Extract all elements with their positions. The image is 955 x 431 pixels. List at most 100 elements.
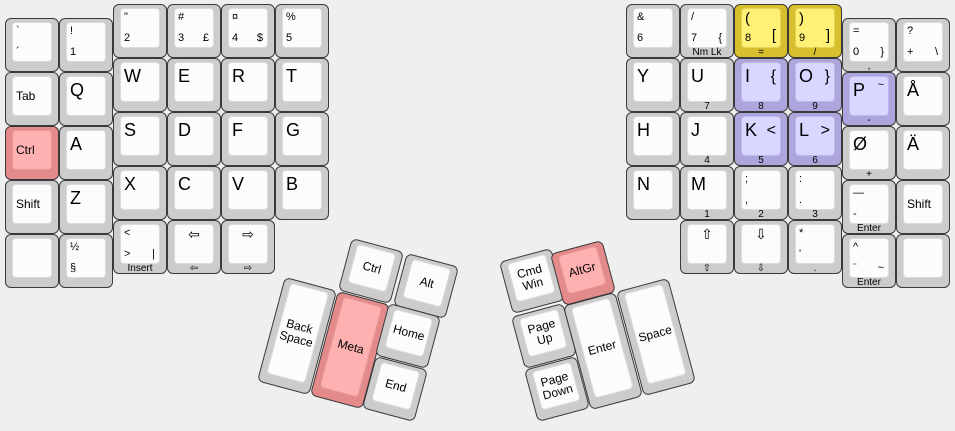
key-symbol[interactable]: *'. (788, 220, 842, 274)
key-v[interactable]: V (221, 166, 275, 220)
key-symbol[interactable]: Ä (896, 126, 950, 180)
key-front-legend: Nm Lk (692, 47, 722, 58)
key-d[interactable]: D (167, 112, 221, 166)
key-5[interactable]: %5 (275, 4, 329, 58)
key-legend-tl: ^ (853, 241, 859, 253)
key-blank[interactable] (5, 234, 59, 288)
key-legend-ctr: Cmd Win (515, 261, 545, 294)
key-symbol[interactable]: Å (896, 72, 950, 126)
key-symbol[interactable]: ⇦⇦ (167, 220, 221, 274)
key-1[interactable]: !1 (59, 18, 113, 72)
key-symbol[interactable]: Ø+ (842, 126, 896, 180)
key-shift[interactable]: Shift (5, 180, 59, 234)
key-shift[interactable]: Shift (896, 180, 950, 234)
key-front-legend: = (758, 47, 764, 58)
key-symbol[interactable]: ^¨~Enter (842, 234, 896, 288)
key-z[interactable]: Z (59, 180, 113, 234)
key-legend-ctr: Page Up (526, 315, 557, 348)
keycap: Å (903, 76, 943, 116)
key-8[interactable]: (8[= (734, 4, 788, 58)
key-legend-br: £ (202, 32, 209, 44)
keycap: &6 (633, 8, 673, 48)
key-legend-mid: Shift (907, 197, 932, 211)
keycap: L> (795, 116, 835, 156)
key-front-legend: / (813, 47, 817, 58)
key-legend-bl: ' (799, 248, 802, 260)
key-symbol[interactable]: `´ (5, 18, 59, 72)
key-7[interactable]: /7{Nm Lk (680, 4, 734, 58)
keycap: V (228, 170, 268, 210)
key-legend-big: H (637, 120, 650, 140)
key-legend-big: Y (637, 66, 650, 86)
key-b[interactable]: B (275, 166, 329, 220)
key-legend-br: \ (934, 46, 938, 58)
key-legend-big: I (745, 66, 751, 86)
key-symbol[interactable]: :.3 (788, 166, 842, 220)
key-front-legend: ⇩ (756, 263, 766, 274)
key-legend-ctr: Space (636, 322, 674, 345)
key-blank[interactable] (896, 234, 950, 288)
key-y[interactable]: Y (626, 58, 680, 112)
key-e[interactable]: E (167, 58, 221, 112)
key-a[interactable]: A (59, 126, 113, 180)
key-i[interactable]: I{8 (734, 58, 788, 112)
key-x[interactable]: X (113, 166, 167, 220)
key-4[interactable]: ¤4$ (221, 4, 275, 58)
key-q[interactable]: Q (59, 72, 113, 126)
key-front-legend: . (813, 263, 817, 274)
key-symbol[interactable]: ;,2 (734, 166, 788, 220)
key-n[interactable]: N (626, 166, 680, 220)
key-g[interactable]: G (275, 112, 329, 166)
key-legend-tl: ) (799, 10, 804, 27)
key-2[interactable]: "2 (113, 4, 167, 58)
key-legend-ctr: Page Down (539, 368, 575, 403)
key-o[interactable]: O}9 (788, 58, 842, 112)
key-symbol[interactable]: ½§ (59, 234, 113, 288)
keycap: M (687, 170, 727, 210)
key-l[interactable]: L>6 (788, 112, 842, 166)
key-legend-bl: 7 (691, 32, 698, 44)
key-ctrl[interactable]: Ctrl (5, 126, 59, 180)
key-r[interactable]: R (221, 58, 275, 112)
key-legend-bl: 3 (178, 32, 185, 44)
key-legend-bl: + (907, 46, 914, 58)
key-symbol[interactable]: —-Enter (842, 180, 896, 234)
keycap: C (174, 170, 214, 210)
key-s[interactable]: S (113, 112, 167, 166)
key-f[interactable]: F (221, 112, 275, 166)
key-legend-big: U (691, 66, 704, 86)
key-legend-tl: ½ (70, 241, 80, 253)
key-symbol[interactable]: ?+\ (896, 18, 950, 72)
key-c[interactable]: C (167, 166, 221, 220)
keycap: ⇧ (687, 224, 727, 264)
keycap: %5 (282, 8, 322, 48)
key-legend-big: B (286, 174, 299, 194)
key-legend-ctr: Alt (418, 274, 436, 292)
key-0[interactable]: =0}, (842, 18, 896, 72)
keycap: Z (66, 184, 106, 224)
key-t[interactable]: T (275, 58, 329, 112)
key-legend-big: W (124, 66, 141, 86)
key-symbol[interactable]: ⇧⇧ (680, 220, 734, 274)
key-9[interactable]: )9]/ (788, 4, 842, 58)
key-legend-br: | (152, 248, 155, 260)
keycap: A (66, 130, 106, 170)
key-6[interactable]: &6 (626, 4, 680, 58)
keycap: Page Down (531, 361, 581, 411)
key-symbol[interactable]: ⇨⇨ (221, 220, 275, 274)
key-symbol[interactable]: <>|Insert (113, 220, 167, 274)
key-p[interactable]: ~P- (842, 72, 896, 126)
keycap: E (174, 62, 214, 102)
key-tab[interactable]: Tab (5, 72, 59, 126)
key-3[interactable]: #3£ (167, 4, 221, 58)
key-w[interactable]: W (113, 58, 167, 112)
key-h[interactable]: H (626, 112, 680, 166)
key-legend-bl: ´ (16, 46, 20, 58)
key-symbol[interactable]: ⇩⇩ (734, 220, 788, 274)
key-front-legend: 6 (812, 155, 818, 166)
key-legend-bl: 1 (70, 46, 77, 58)
key-k[interactable]: K<5 (734, 112, 788, 166)
